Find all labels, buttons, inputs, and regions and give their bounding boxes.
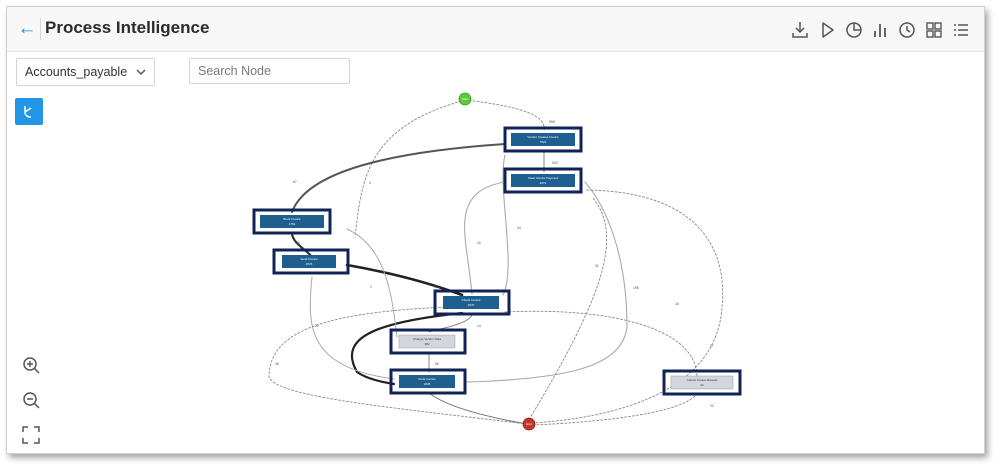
start-node[interactable]: Start [458,92,472,106]
edge-label: 22 [710,404,714,408]
process-graph[interactable]: 598 67 543 4 20 29 573 44 1 20 198 31 16… [7,7,984,453]
graph-edge [350,311,464,386]
pie-chart-icon[interactable] [843,19,865,41]
branch-icon [24,106,32,118]
node-vendor-creates-invoice[interactable]: Vendor Creates Invoice 7521 [503,126,583,153]
graph-edge [309,276,395,380]
bar-chart-icon[interactable] [869,19,891,41]
graph-edge [466,181,628,383]
edge-label: 31 [595,264,599,268]
node-count: 1751 [289,222,296,226]
node-cancel-invoice-receipt[interactable]: Cancel Invoice Receipt 32 [662,369,742,396]
node-send-invoice[interactable]: Send Invoice 1576 [272,248,350,275]
edge-label: 20 [315,324,319,328]
edge-label: 16 [675,302,679,306]
zoom-in-icon[interactable] [20,354,42,376]
header-divider [40,18,41,40]
graph-edge [464,181,506,295]
edge-label: 48 [275,362,279,366]
node-check-invoice[interactable]: Check Invoice 2047 [433,289,511,316]
grid-icon[interactable] [923,19,945,41]
end-node[interactable]: End [522,417,536,431]
node-count: 4871 [540,181,547,185]
edge-label: 17 [710,344,714,348]
edge-label: 4 [369,181,371,185]
node-count: 1645 [424,382,431,386]
dataset-select[interactable]: Accounts_payable [16,58,155,86]
node-label: Book Invoice [283,217,301,221]
app-header: ← Process Intelligence [7,7,984,52]
edge-label: 44 [517,226,521,230]
node-count: 382 [424,342,429,346]
node-label: Check Invoice [462,298,481,302]
node-label: Clear Invoice [418,377,436,381]
fit-screen-icon[interactable] [20,424,42,446]
play-icon[interactable] [816,19,838,41]
graph-edge [504,310,698,378]
edge-label: 20 [477,241,481,245]
node-count: 32 [700,383,704,387]
back-arrow-icon[interactable]: ← [17,18,37,39]
graph-edge [268,306,528,425]
graph-edge [531,392,698,426]
download-icon[interactable] [789,19,811,41]
app-window: ← Process Intelligence Accounts_payable [6,6,985,454]
dataset-select-value: Accounts_payable [25,65,128,79]
graph-edge [502,154,509,296]
node-label: Clear Vendor Payment [528,176,558,180]
edge-label: 67 [293,180,297,184]
page-title: Process Intelligence [45,18,210,37]
node-clear-invoice[interactable]: Clear Invoice 1645 [389,368,467,395]
chevron-down-icon [136,69,146,76]
start-node-label: Start [462,97,469,101]
node-count: 7521 [540,140,547,144]
graph-edge [346,228,398,338]
node-count: 2047 [468,303,475,307]
search-node-input[interactable] [189,58,350,84]
graph-edge [428,392,528,425]
node-label: Send Invoice [300,257,318,261]
edge-label: 198 [633,286,639,290]
zoom-out-icon[interactable] [20,389,42,411]
graph-edge [291,143,506,213]
node-count: 1576 [306,262,313,266]
node-book-invoice[interactable]: Book Invoice 1751 [252,208,332,235]
node-clear-vendor-payment[interactable]: Clear Vendor Payment 4871 [503,167,583,194]
graph-layout-button[interactable] [15,98,43,125]
graph-edge [526,196,608,424]
graph-edge [464,99,545,132]
end-node-label: End [526,422,532,426]
node-label: Cancel Invoice Receipt [687,378,718,382]
edge-label: 1 [370,285,372,289]
edge-label: 29 [296,241,300,245]
list-icon[interactable] [950,19,972,41]
edge-label: 56 [435,362,439,366]
graph-edge [290,231,314,259]
edge-label: 598 [549,120,555,124]
graph-edge [531,189,724,424]
graph-edge [354,99,466,238]
node-label: Change Vendor Data [413,337,441,341]
edge-label: 543 [552,161,558,165]
node-label: Vendor Creates Invoice [527,135,559,139]
edge-label: 573 [434,285,440,289]
edge-label: 14 [477,324,481,328]
node-change-vendor-data[interactable]: Change Vendor Data 382 [389,328,467,355]
clock-icon[interactable] [896,19,918,41]
